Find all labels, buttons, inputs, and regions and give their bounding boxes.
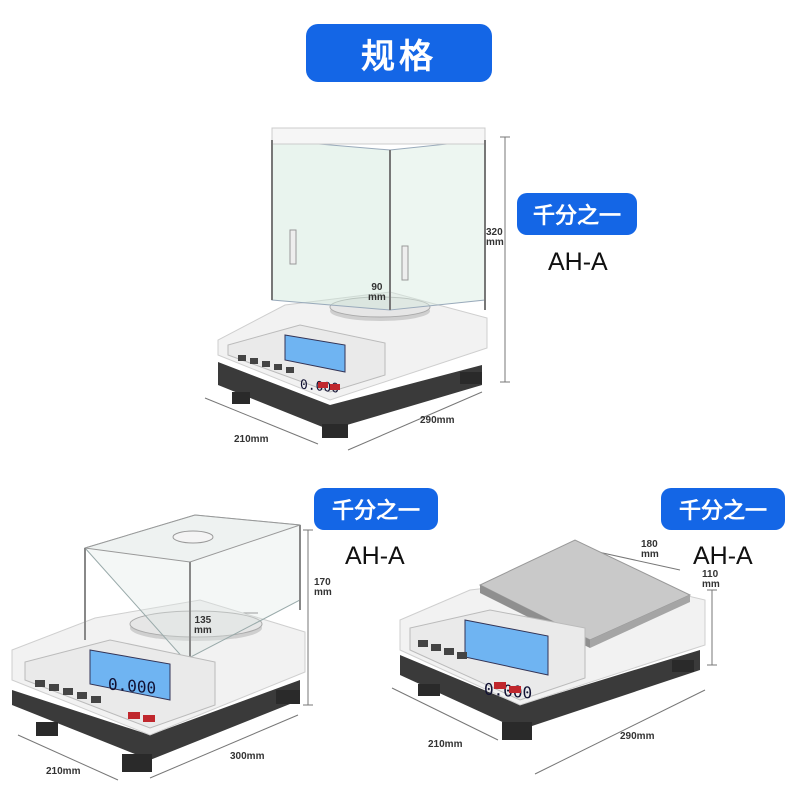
precision-tag-3: 千分之一 bbox=[661, 488, 785, 530]
precision-tag-1: 千分之一 bbox=[517, 193, 637, 235]
dim-width-3: 290mm bbox=[620, 731, 655, 742]
precision-tag-2: 千分之一 bbox=[314, 488, 438, 530]
model-label-3: AH-A bbox=[693, 542, 753, 570]
dim-pan-3: 180 mm bbox=[641, 539, 659, 560]
dim-depth-1: 210mm bbox=[234, 434, 269, 445]
dim-depth-2: 210mm bbox=[46, 766, 81, 777]
dim-height-3: 110 mm bbox=[702, 569, 720, 590]
dim-width-1: 290mm bbox=[420, 415, 455, 426]
dim-pan-1: 90 mm bbox=[368, 282, 386, 303]
dim-height-1: 320 mm bbox=[486, 227, 504, 248]
model-label-1: AH-A bbox=[548, 248, 608, 276]
dim-height-2: 170 mm bbox=[314, 577, 332, 598]
model-label-2: AH-A bbox=[345, 542, 405, 570]
dim-width-2: 300mm bbox=[230, 751, 265, 762]
dim-pan-2: 135 mm bbox=[194, 615, 212, 636]
page-title: 规格 bbox=[306, 24, 492, 82]
svg-text:0.000: 0.000 bbox=[108, 674, 156, 697]
dim-depth-3: 210mm bbox=[428, 739, 463, 750]
